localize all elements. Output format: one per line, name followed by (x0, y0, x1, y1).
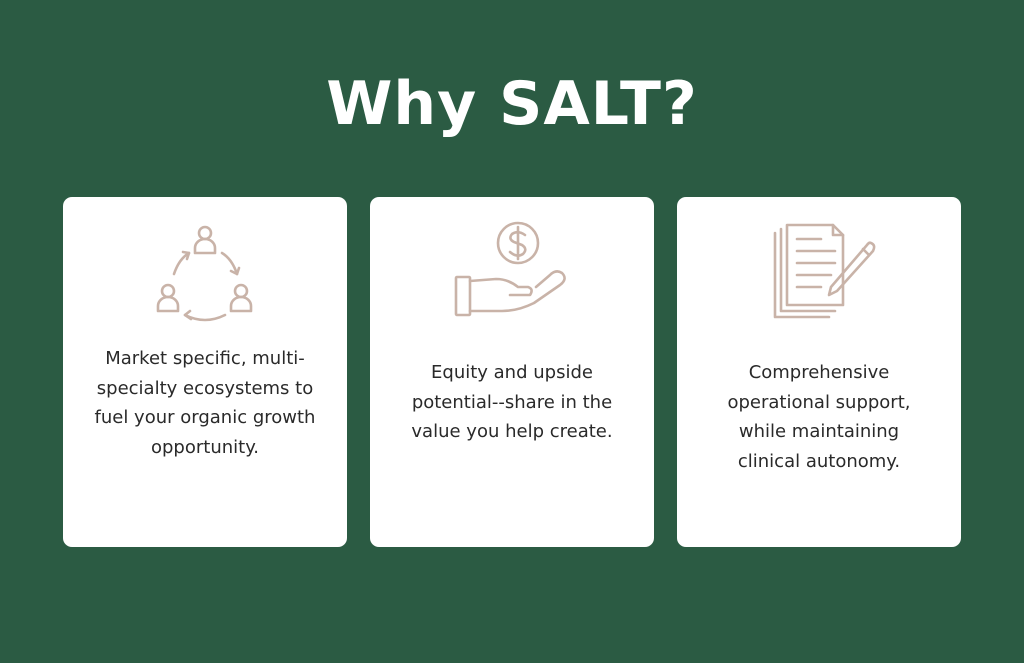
feature-card-text: Market specific, multi-specialty ecosyst… (94, 348, 316, 458)
documents-pen-icon (759, 221, 879, 325)
feature-card-support: Comprehensive operational support, while… (677, 197, 961, 547)
feature-card-equity: Equity and upside potential--share in th… (370, 197, 654, 547)
feature-card-text: Equity and upside potential--share in th… (411, 362, 613, 442)
page-title: Why SALT? (326, 69, 698, 139)
network-people-icon (145, 221, 265, 325)
feature-card-text: Comprehensive operational support, while… (727, 362, 911, 472)
feature-card-ecosystems: Market specific, multi-specialty ecosyst… (63, 197, 347, 547)
hand-coin-icon (452, 221, 572, 325)
feature-cards: Market specific, multi-specialty ecosyst… (63, 197, 961, 547)
